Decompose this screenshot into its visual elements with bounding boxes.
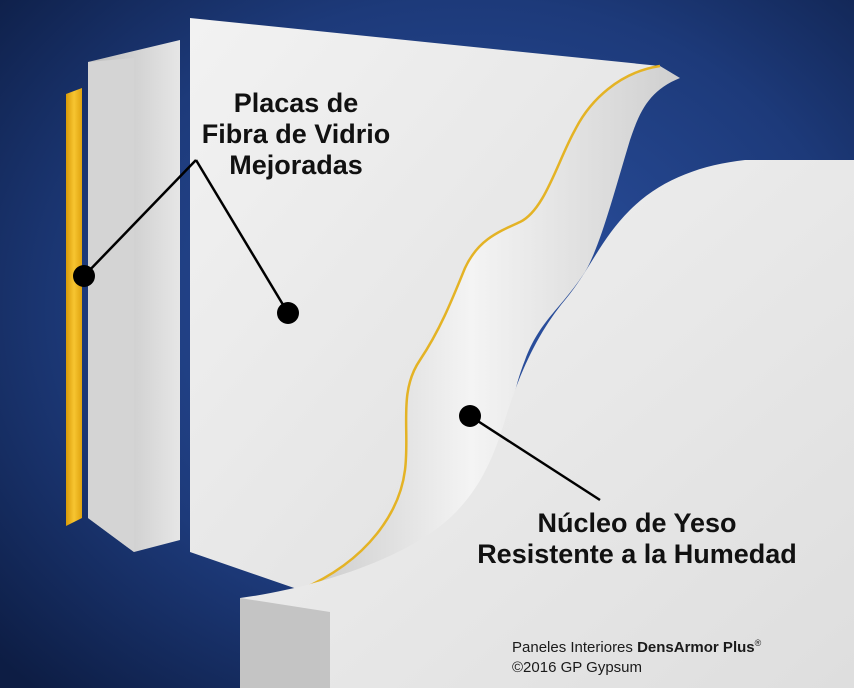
product-line: Paneles Interiores DensArmor Plus® (512, 638, 761, 658)
label-core-line1: Núcleo de Yeso (537, 508, 737, 538)
glass-mat-edge-line (299, 64, 661, 592)
product-name: DensArmor Plus (637, 639, 755, 656)
callout-dot-core (459, 405, 481, 427)
callout-line-core (469, 414, 601, 502)
label-glass-mat: Placas de Fibra de Vidrio Mejoradas (176, 88, 416, 181)
copyright: ©2016 GP Gypsum (512, 658, 643, 676)
registered-mark: ® (754, 638, 762, 648)
label-glass-mat-line2: Fibra de Vidrio (201, 119, 391, 150)
label-core: Núcleo de Yeso Resistente a la Humedad (432, 508, 842, 570)
label-core-line2: Resistente a la Humedad (477, 539, 797, 570)
lower-panel-edge (240, 598, 330, 688)
glass-mat-facing-left (66, 88, 82, 526)
label-glass-mat-line3: Mejoradas (229, 150, 363, 181)
callout-dot-facing (73, 265, 95, 287)
product-prefix: Paneles Interiores (512, 639, 633, 656)
callout-line-facing (83, 159, 197, 277)
lower-panel-face (240, 160, 854, 688)
gypsum-core-surface (300, 66, 680, 620)
panel-edge-left-face (88, 58, 134, 552)
label-glass-mat-line1: Placas de (233, 88, 359, 118)
callout-line-panel (194, 159, 290, 314)
panel-face-front (190, 18, 660, 590)
callout-dot-panel (277, 302, 299, 324)
credits: Paneles Interiores DensArmor Plus® ©2016… (512, 638, 761, 677)
